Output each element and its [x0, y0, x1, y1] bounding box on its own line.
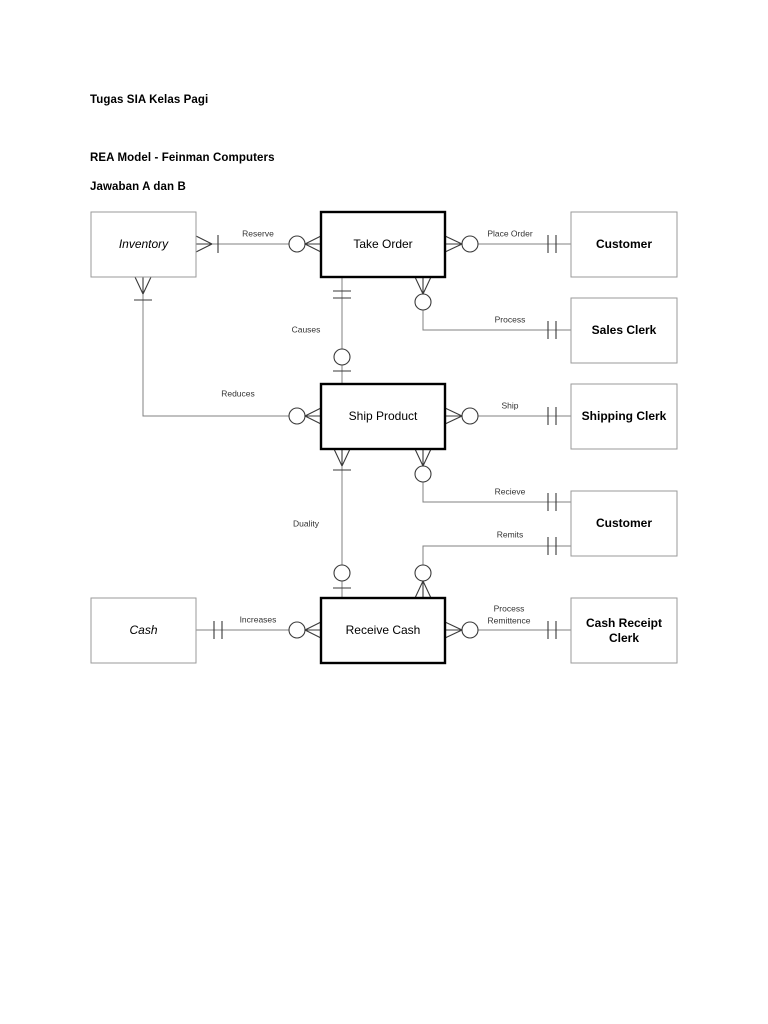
circle-takeorder-placeorder	[461, 235, 479, 253]
rel-label-duality: Duality	[293, 518, 320, 528]
rel-label-place-order: Place Order	[487, 228, 533, 238]
rel-label-reduces: Reduces	[221, 388, 255, 398]
rel-label-increases: Increases	[240, 614, 277, 624]
entity-ship-product-box[interactable]	[319, 382, 447, 451]
crowsfoot-receivecash-remits	[414, 580, 432, 599]
crowsfoot-receivecash-increases	[304, 621, 322, 639]
crowsfoot-shipproduct-reduces	[304, 407, 322, 425]
entity-receive-cash-label: Receive Cash	[346, 623, 421, 637]
circle-takeorder-reserve	[288, 235, 306, 253]
circle-receivecash-increases	[288, 621, 306, 639]
circle-shipproduct-ship	[461, 407, 479, 425]
entity-cash-label: Cash	[129, 623, 157, 637]
link-remits	[422, 545, 571, 598]
crowsfoot-inventory-reduces	[134, 276, 152, 295]
circle-receivecash-remits	[414, 564, 432, 582]
entity-ship-product-label: Ship Product	[349, 409, 418, 423]
circle-receivecash-remittence	[461, 621, 479, 639]
circle-takeorder-process	[414, 293, 432, 311]
crowsfoot-takeorder-placeorder	[444, 235, 463, 253]
rel-label-remits: Remits	[497, 529, 523, 539]
crowsfoot-receivecash-remittence	[444, 621, 463, 639]
rel-label-reserve: Reserve	[242, 228, 274, 238]
crowsfoot-shipproduct-recieve	[414, 448, 432, 467]
entity-inventory-box[interactable]	[90, 211, 197, 278]
entity-cash-receipt-clerk[interactable]: Cash Receipt Clerk	[570, 597, 678, 664]
entity-inventory-label: Inventory	[119, 237, 169, 251]
cardinality-notation	[134, 235, 557, 639]
entity-customer-bottom[interactable]: Customer	[570, 490, 678, 557]
entity-customer-top[interactable]: Customer	[570, 211, 678, 278]
entity-cash-receipt-clerk-box[interactable]	[570, 597, 678, 664]
crowsfoot-takeorder-process	[414, 276, 432, 295]
entity-receive-cash-box[interactable]	[319, 596, 447, 665]
entity-take-order-label: Take Order	[353, 237, 412, 251]
entity-customer-bottom-box[interactable]	[570, 490, 678, 557]
entity-take-order-box[interactable]	[319, 210, 447, 279]
crowsfoot-takeorder-reserve	[304, 235, 322, 253]
entity-customer-top-box[interactable]	[570, 211, 678, 278]
entity-shipping-clerk-box[interactable]	[570, 383, 678, 450]
entity-ship-product[interactable]: Ship Product	[319, 382, 447, 451]
relationship-labels: Reserve Place Order Process Causes Reduc…	[221, 228, 533, 625]
entity-take-order[interactable]: Take Order	[319, 210, 447, 279]
circle-receivecash-duality	[333, 564, 351, 582]
entity-cash-box[interactable]	[90, 597, 197, 664]
crowsfoot-inventory-reserve	[195, 235, 213, 253]
rel-label-process-remittence-line2: Remittence	[488, 615, 531, 625]
entity-sales-clerk-box[interactable]	[570, 297, 678, 364]
document-title: Tugas SIA Kelas Pagi	[90, 94, 209, 106]
answer-line: Jawaban A dan B	[90, 181, 186, 193]
entity-customer-bottom-label: Customer	[596, 516, 652, 530]
rel-label-process-remittence: Process Remittence	[488, 603, 531, 625]
model-title: REA Model - Feinman Computers	[90, 152, 275, 164]
rel-label-process-remittence-line1: Process	[494, 603, 525, 613]
entity-receive-cash[interactable]: Receive Cash	[319, 596, 447, 665]
crowsfoot-shipproduct-duality	[333, 448, 351, 467]
rel-label-causes: Causes	[292, 324, 321, 334]
circle-shipproduct-reduces	[288, 407, 306, 425]
entity-sales-clerk[interactable]: Sales Clerk	[570, 297, 678, 364]
entity-customer-top-label: Customer	[596, 237, 652, 251]
entity-shipping-clerk-label: Shipping Clerk	[582, 409, 667, 423]
rel-label-ship: Ship	[501, 400, 518, 410]
entity-boxes: Inventory Take Order Customer Sales Cler…	[90, 210, 678, 665]
rel-label-process: Process	[495, 314, 526, 324]
entity-inventory[interactable]: Inventory	[90, 211, 197, 278]
entity-cash[interactable]: Cash	[90, 597, 197, 664]
entity-shipping-clerk[interactable]: Shipping Clerk	[570, 383, 678, 450]
entity-cash-receipt-clerk-label-line1: Cash Receipt	[586, 616, 662, 630]
circle-shipproduct-recieve	[414, 465, 432, 483]
crowsfoot-shipproduct-ship	[444, 407, 463, 425]
rel-label-recieve: Recieve	[495, 486, 526, 496]
circle-shipproduct-causes	[333, 348, 351, 366]
link-reduces	[142, 277, 321, 417]
entity-sales-clerk-label: Sales Clerk	[592, 323, 657, 337]
entity-cash-receipt-clerk-label-line2: Clerk	[609, 631, 639, 645]
